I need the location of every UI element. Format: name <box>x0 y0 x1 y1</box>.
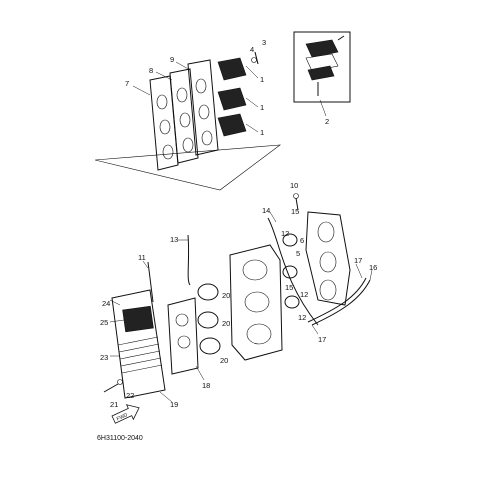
callout-9: 9 <box>170 55 174 64</box>
callout-17: 17 <box>318 335 326 344</box>
callout-15: 15 <box>291 207 299 216</box>
callout-15: 15 <box>285 283 293 292</box>
callout-24: 24 <box>102 299 110 308</box>
callout-1: 1 <box>260 128 264 137</box>
callout-23: 23 <box>100 353 108 362</box>
callout-21: 21 <box>110 400 118 409</box>
callout-4: 4 <box>250 45 254 54</box>
callout-6: 6 <box>300 236 304 245</box>
callout-14: 14 <box>262 206 270 215</box>
callout-1: 1 <box>260 103 264 112</box>
reed-valve-gasket-group <box>94 31 351 191</box>
callout-11: 11 <box>138 253 146 262</box>
callout-17: 17 <box>354 256 362 265</box>
callout-12: 12 <box>300 290 308 299</box>
callout-5: 5 <box>296 249 300 258</box>
fwd-arrow-icon: FWD <box>111 404 140 424</box>
callout-12: 12 <box>298 313 306 322</box>
callout-19: 19 <box>170 400 178 409</box>
callout-20: 20 <box>222 291 230 300</box>
callout-22: 22 <box>126 391 134 400</box>
callout-2: 2 <box>325 117 329 126</box>
callout-7: 7 <box>125 79 129 88</box>
callout-8: 8 <box>149 66 153 75</box>
leader-lines <box>109 61 373 403</box>
callout-1: 1 <box>260 75 264 84</box>
callout-12: 12 <box>281 229 289 238</box>
callout-13: 13 <box>170 235 178 244</box>
intake-manifold-assembly <box>167 234 283 375</box>
fwd-label: FWD <box>116 412 129 422</box>
callout-labels: 3 4 1 1 1 2 9 8 7 10 14 15 6 12 5 11 13 … <box>100 38 377 409</box>
callout-16: 16 <box>369 263 377 272</box>
callout-18: 18 <box>202 381 210 390</box>
callout-20: 20 <box>220 356 228 365</box>
diagram-code: 6H31100-2040 <box>97 435 143 442</box>
callout-10: 10 <box>290 181 298 190</box>
intake-silencer-cover <box>103 261 166 399</box>
callout-3: 3 <box>262 38 266 47</box>
callout-20: 20 <box>222 319 230 328</box>
fuel-rail-assembly <box>267 193 371 326</box>
callout-25: 25 <box>100 318 108 327</box>
